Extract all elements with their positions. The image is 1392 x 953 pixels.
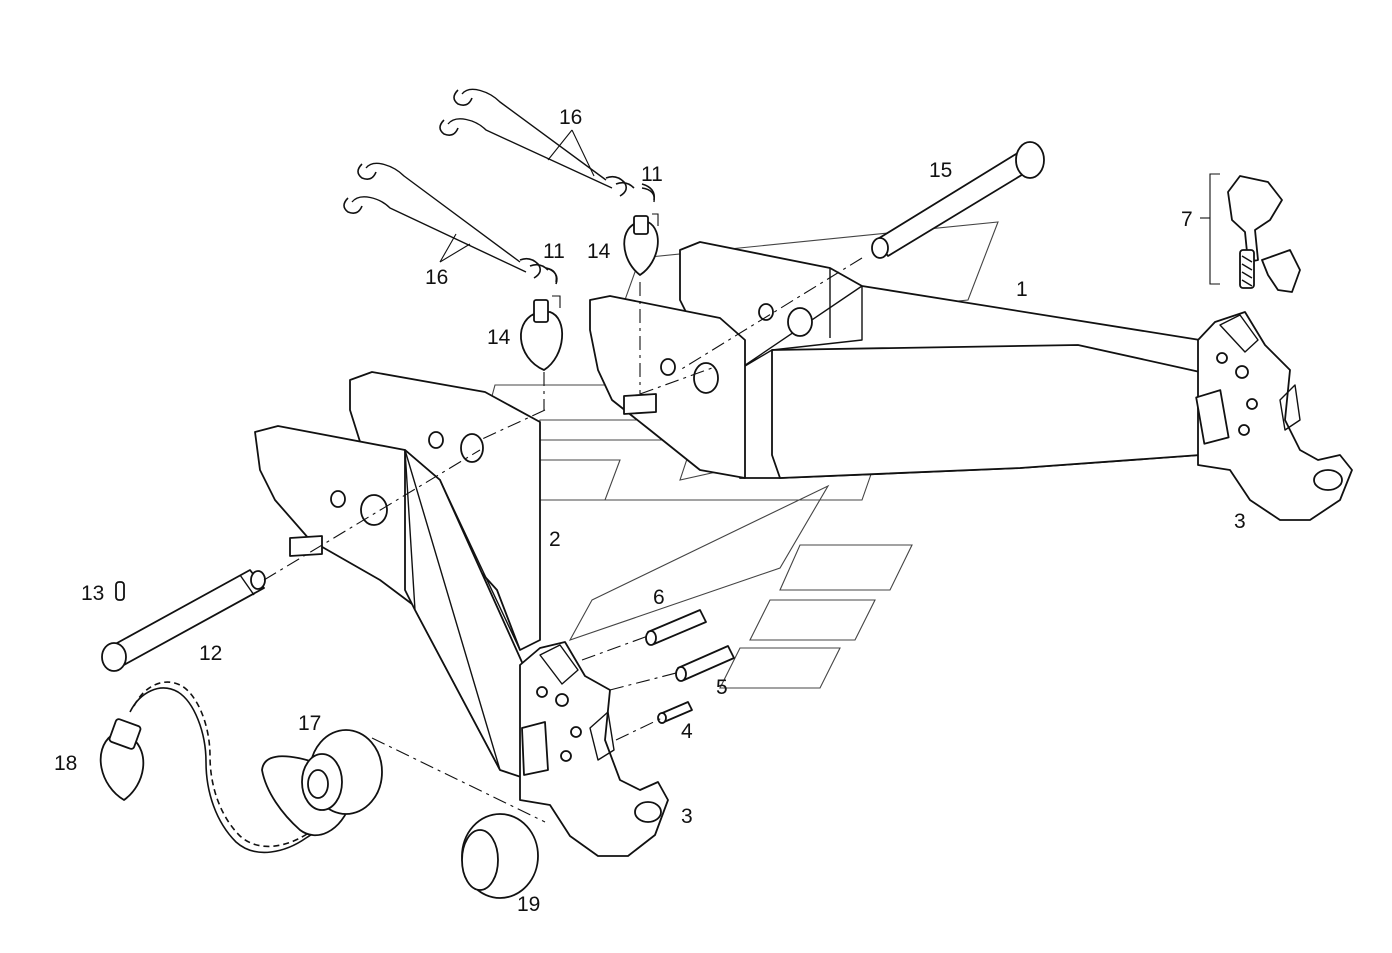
callout-labels: 1 2 3 3 4 5 6 7 11 11 12 13 14 14 15 16 … xyxy=(54,106,1246,916)
callout-1: 1 xyxy=(1016,278,1028,301)
chain-18 xyxy=(99,681,359,854)
bushing-5 xyxy=(675,645,735,682)
callout-16-upper: 16 xyxy=(559,106,582,129)
hook-left xyxy=(519,641,669,857)
lynch-pin-14-lower xyxy=(520,295,563,371)
callout-16-lower: 16 xyxy=(425,266,448,289)
ball-19 xyxy=(461,813,539,899)
pin-12 xyxy=(101,569,266,672)
lower-link-arm-left xyxy=(254,371,541,781)
callout-11-upper: 11 xyxy=(641,163,663,186)
callout-7: 7 xyxy=(1181,208,1193,231)
callout-2: 2 xyxy=(549,528,561,551)
callout-6: 6 xyxy=(653,586,665,609)
callout-15: 15 xyxy=(929,159,952,182)
ball-17 xyxy=(261,729,383,837)
bushing-4 xyxy=(657,701,693,724)
pin-13 xyxy=(115,581,125,601)
latch-assembly-7 xyxy=(1200,173,1301,293)
lower-link-arm-right xyxy=(589,241,1201,479)
assembly-axes xyxy=(263,257,863,823)
bushing-6 xyxy=(645,609,707,646)
clip-11-lower xyxy=(545,267,557,283)
hook-right xyxy=(1195,311,1353,521)
callout-11-lower: 11 xyxy=(543,240,565,263)
callout-12: 12 xyxy=(199,642,222,665)
leader-lines xyxy=(439,129,595,263)
callout-18: 18 xyxy=(54,752,77,775)
pin-15 xyxy=(871,141,1045,259)
callout-14-lower: 14 xyxy=(487,326,511,349)
callout-13: 13 xyxy=(81,582,104,605)
clip-11-upper xyxy=(641,187,655,203)
lynch-pin-14-upper xyxy=(623,213,659,276)
callout-3-left: 3 xyxy=(681,805,693,828)
callout-17: 17 xyxy=(298,712,321,735)
callout-5: 5 xyxy=(716,676,728,699)
callout-4: 4 xyxy=(681,720,693,743)
callout-3-right: 3 xyxy=(1234,510,1246,533)
callout-14-upper: 14 xyxy=(587,240,611,263)
cable-16-lower xyxy=(343,162,558,285)
callout-19: 19 xyxy=(517,893,540,916)
cable-16-upper xyxy=(439,88,656,201)
